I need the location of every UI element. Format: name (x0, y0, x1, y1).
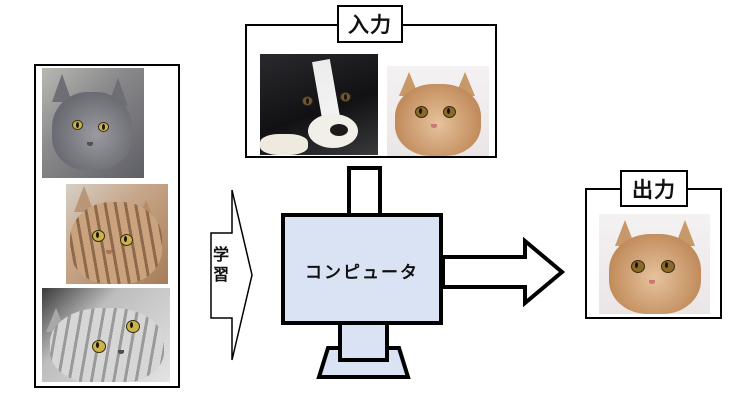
input-label: 入力 (337, 5, 403, 43)
learning-label: 学習 (210, 246, 229, 286)
output-label: 出力 (620, 170, 688, 207)
input-connector (347, 166, 382, 218)
learning-arrow (210, 189, 253, 361)
computer-screen (281, 213, 443, 325)
output-frame (585, 188, 722, 319)
monitor-neck (338, 321, 389, 362)
computer-label: コンピュータ (305, 263, 419, 283)
monitor-base (316, 346, 411, 379)
output-arrow (441, 236, 566, 308)
input-frame (245, 24, 497, 158)
tabby-cat-photo (66, 184, 168, 284)
gray-cat-photo (42, 68, 144, 178)
fluffy-ginger-cat-photo (387, 66, 489, 156)
training-set-frame (34, 64, 180, 388)
silver-tabby-cat-photo (42, 288, 170, 382)
border-collie-dog-photo (260, 54, 378, 155)
output-fluffy-ginger-cat-photo (599, 214, 710, 314)
